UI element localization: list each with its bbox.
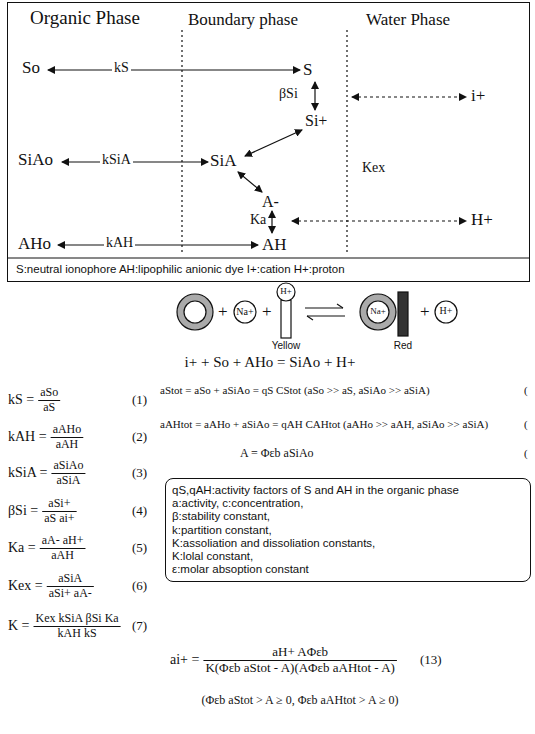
denominator: kAH kS [58, 627, 97, 641]
equation-number: (7) [132, 619, 147, 634]
numerator: aSo [40, 386, 58, 400]
reaction-illustration [177, 283, 457, 338]
definition-line: k:partition constant, [172, 524, 272, 537]
equation: aAHtot = aAHo + aSiAo = qAH CAHtot (aAHo… [160, 418, 488, 431]
denominator: aSi+ aA- [49, 587, 92, 601]
ion-label: Na+ [236, 306, 253, 318]
plus-sign: + [262, 302, 272, 322]
definition-line: a:activity, c:concentration, [172, 497, 303, 510]
plus-sign: + [420, 302, 430, 322]
equation-lhs: Ka = [8, 540, 36, 556]
partition-constant: kAH [104, 235, 135, 251]
numerator: aA- aH+ [42, 534, 84, 548]
equation-lhs: kS = [8, 392, 34, 408]
species: AH [262, 235, 287, 255]
species: So [22, 58, 40, 78]
definition-line: β:stability constant, [172, 510, 270, 523]
species: S [303, 60, 312, 80]
species: SiAo [18, 150, 53, 170]
equation-number: (6) [132, 579, 147, 594]
numerator: aSiA [58, 572, 82, 586]
equation-lhs: ai+ = [170, 652, 199, 668]
equation-number: ( [524, 418, 528, 431]
partition-constant: kSiA [100, 152, 133, 168]
definition-line: ε:molar absoption constant [172, 563, 309, 576]
denominator: K(Φεb aStot - A)(AΦεb aAHtot - A) [205, 661, 395, 676]
numerator: Kex kSiA βSi Ka [36, 612, 119, 626]
equation-lhs: kSiA = [8, 465, 47, 481]
ion-label: Na+ [370, 306, 386, 316]
color-label: Yellow [272, 340, 301, 352]
equation-number: (13) [420, 653, 442, 668]
species: AHo [18, 234, 51, 254]
definitions-box: qS,qAH:activity factors of S and AH in t… [165, 478, 531, 582]
phase-arrows [7, 30, 530, 258]
equation: aStot = aSo + aSiAo = qS CStot (aSo >> a… [160, 384, 430, 397]
denominator: aS ai+ [44, 512, 74, 526]
denominator: aSiA [56, 474, 80, 488]
species: H+ [471, 210, 493, 230]
numerator: aSi+ [48, 497, 70, 511]
equation-number: ( [524, 384, 528, 397]
ion-label: H+ [440, 305, 453, 317]
equation-number: (1) [132, 393, 147, 408]
phase-heading: Organic Phase [30, 7, 140, 29]
plus-sign: + [218, 302, 228, 322]
species: Si+ [305, 112, 327, 130]
definition-line: K:assoliation and dissoliation constants… [172, 537, 375, 550]
reaction-equation: i+ + So + AHo = SiAo + H+ [185, 354, 356, 371]
equation-lhs: Kex = [8, 578, 43, 594]
condition: (Φεb aStot > A ≥ 0, Φεb aAHtot > A ≥ 0) [202, 694, 399, 708]
species: i+ [471, 86, 485, 106]
dissociation-constant: Ka [250, 212, 266, 228]
numerator: aH+ AΦεb [272, 645, 328, 660]
ion-label: H+ [280, 286, 292, 296]
equation-number: (4) [132, 504, 147, 519]
numerator: aAHo [53, 423, 82, 437]
species: A- [262, 193, 279, 211]
partition-constant: kS [112, 60, 131, 76]
definition-line: qS,qAH:activity factors of S and AH in t… [172, 484, 459, 497]
color-label: Red [394, 340, 412, 352]
equation-lhs: βSi = [8, 503, 38, 519]
equation-lhs: K = [8, 618, 30, 634]
definition-line: K:lolal constant, [172, 550, 253, 563]
footnote: S:neutral ionophore AH:lipophilic anioni… [16, 263, 345, 276]
phase-heading: Boundary phase [188, 10, 298, 30]
denominator: aAH [56, 438, 79, 452]
equation: A = Φεb aSiAo [240, 447, 314, 461]
stability-constant: βSi [279, 86, 298, 102]
equation-lhs: kAH = [8, 429, 47, 445]
association-constant: Kex [362, 160, 385, 176]
phase-heading: Water Phase [366, 10, 450, 30]
denominator: aAH [51, 549, 74, 563]
denominator: aS [43, 401, 55, 415]
numerator: aSiAo [53, 459, 83, 473]
equation-number: (3) [132, 466, 147, 481]
species: SiA [210, 151, 236, 171]
equation-number: (2) [132, 430, 147, 445]
equation-number: ( [524, 447, 528, 460]
equation-number: (5) [132, 541, 147, 556]
